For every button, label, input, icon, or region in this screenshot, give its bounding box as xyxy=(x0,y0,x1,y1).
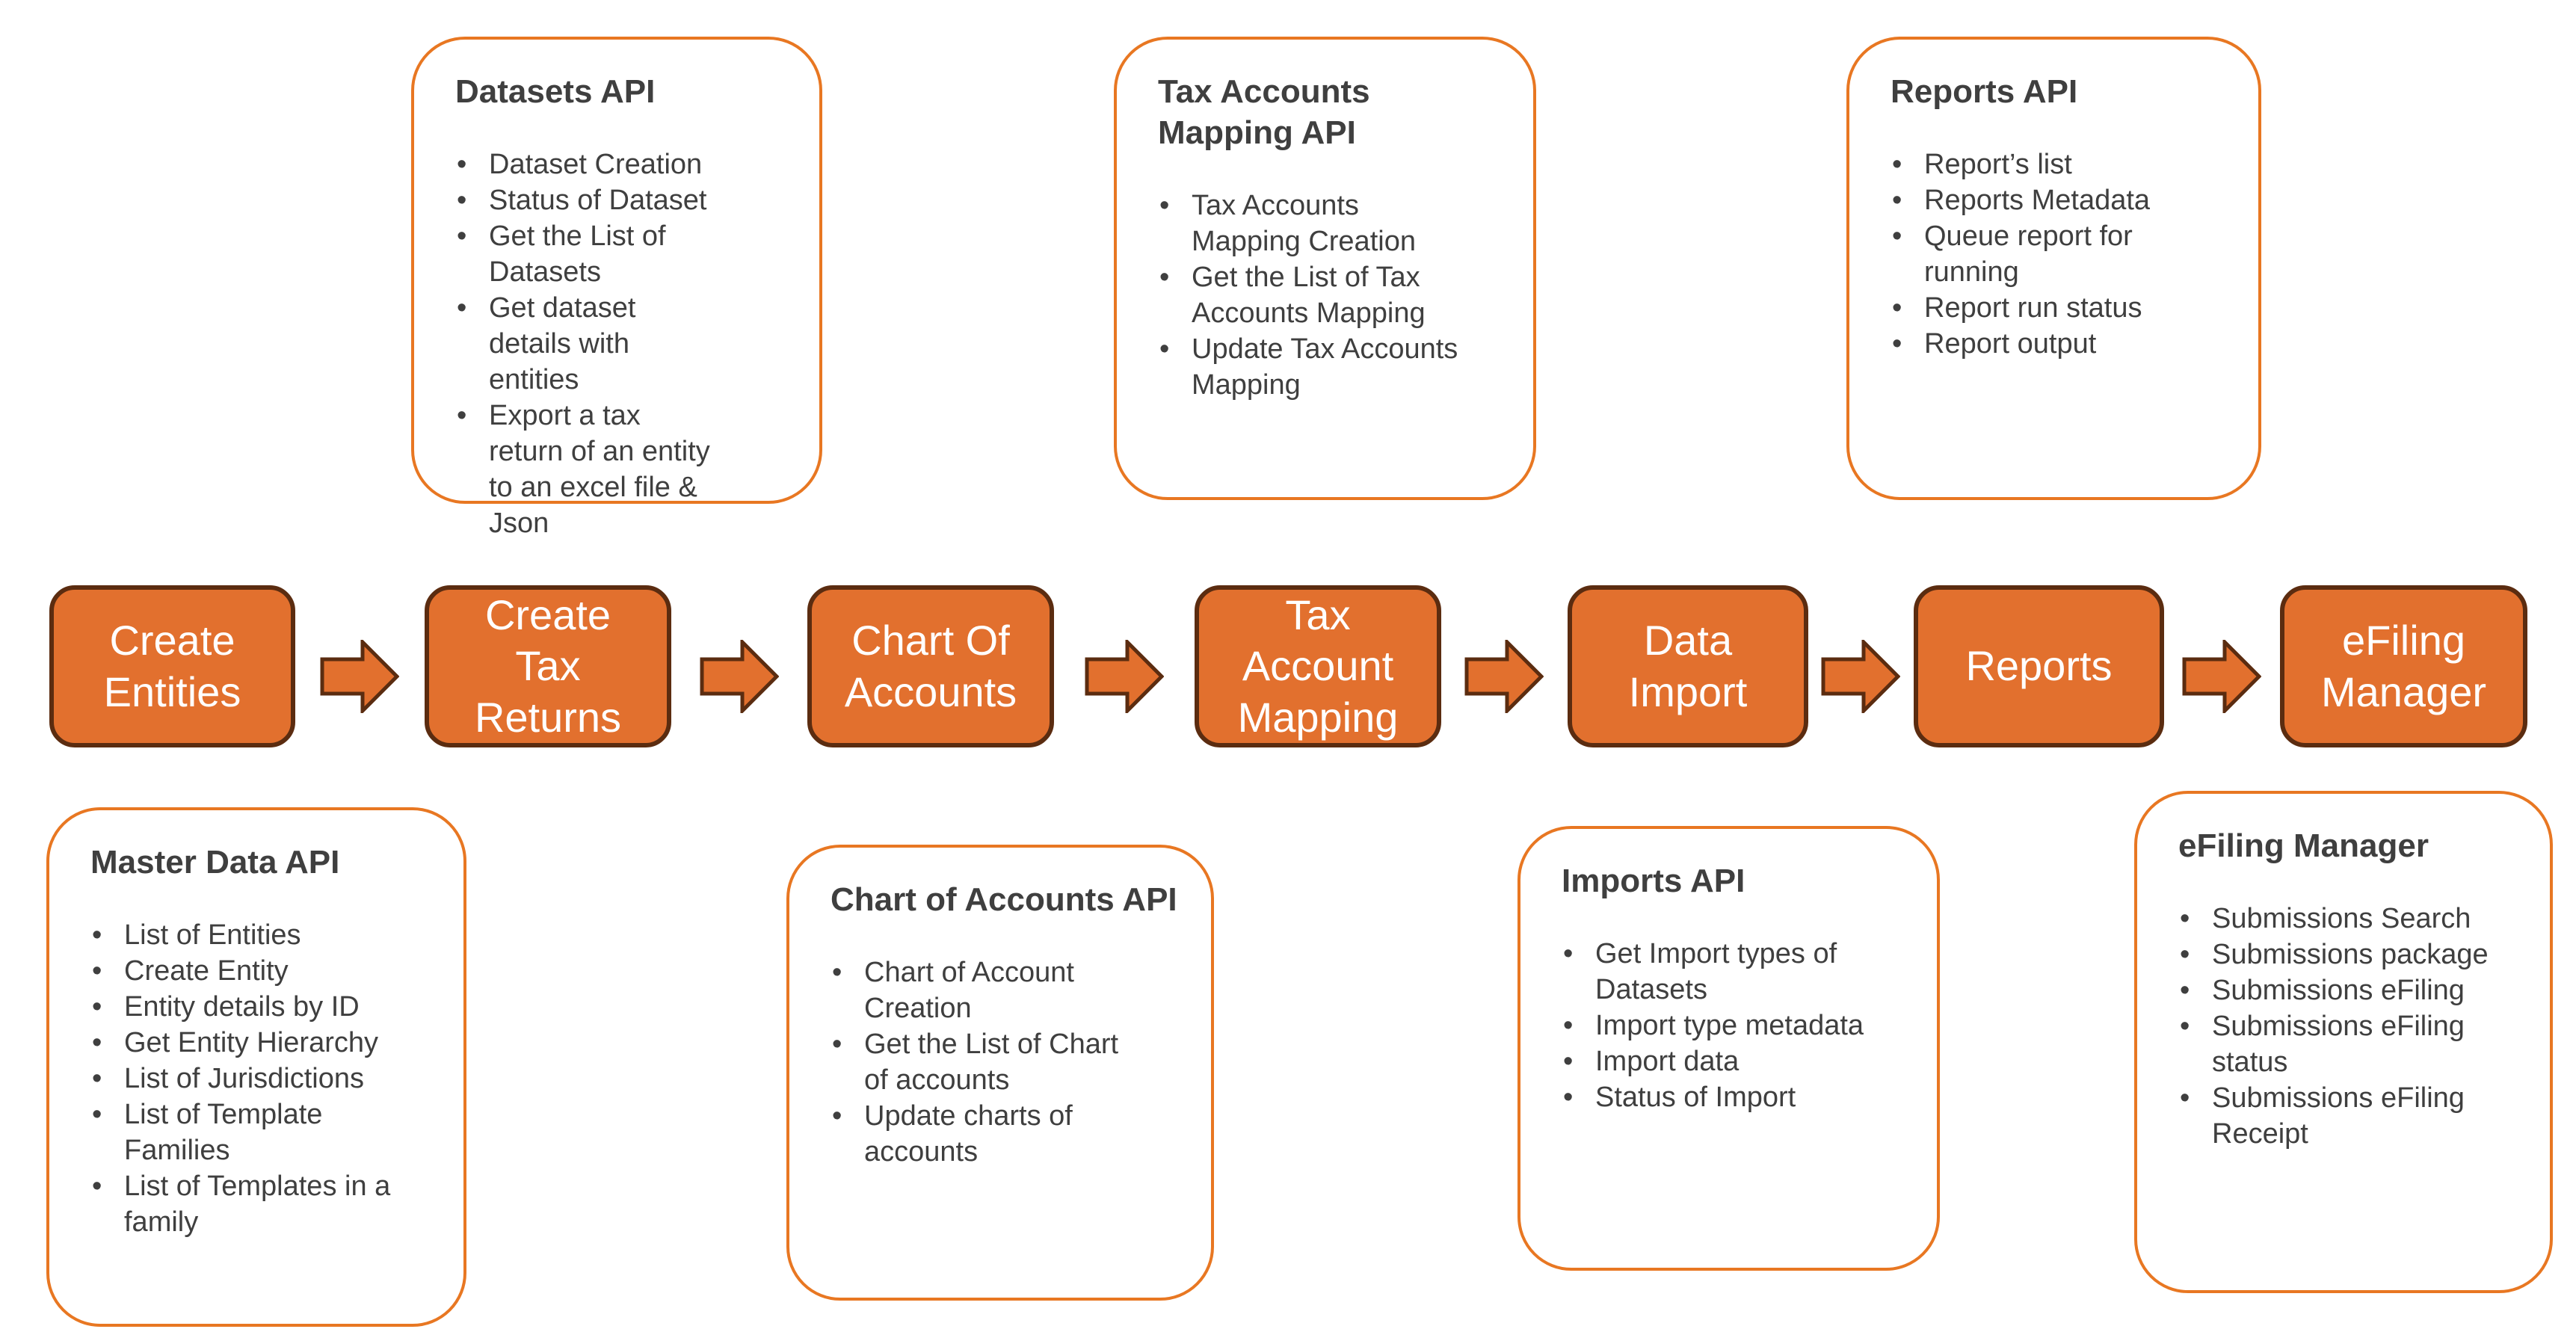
bullet-item: Status of Import xyxy=(1562,1079,1894,1115)
bullet-item: Submissions Search xyxy=(2178,901,2521,937)
bullet-item: List of Templates in a family xyxy=(90,1168,408,1240)
callout-bullet-list: Report’s list Reports Metadata Queue rep… xyxy=(1891,147,2230,362)
bullet-item: Submissions eFiling Receipt xyxy=(2178,1080,2521,1152)
flow-arrow-icon xyxy=(2182,640,2261,713)
bullet-item: Get the List of Tax Accounts Mapping xyxy=(1158,259,1474,331)
bullet-item: Import type metadata xyxy=(1562,1008,1894,1043)
bullet-item: Update Tax Accounts Mapping xyxy=(1158,331,1474,403)
bullet-item: List of Jurisdictions xyxy=(90,1061,408,1097)
bullet-item: Tax Accounts Mapping Creation xyxy=(1158,188,1474,259)
bullet-item: Chart of Account Creation xyxy=(831,955,1133,1026)
bullet-item: Dataset Creation xyxy=(455,147,721,182)
flow-box-reports: Reports xyxy=(1914,585,2164,747)
bullet-item: Entity details by ID xyxy=(90,989,408,1025)
flow-box-data-import: Data Import xyxy=(1568,585,1808,747)
bullet-item: List of Entities xyxy=(90,917,408,953)
bullet-item: Submissions package xyxy=(2178,937,2521,972)
bullet-item: Queue report for running xyxy=(1891,218,2186,290)
bullet-item: Reports Metadata xyxy=(1891,182,2186,218)
bullet-item: Get Entity Hierarchy xyxy=(90,1025,408,1061)
callout-efiling-manager: eFiling Manager Submissions Search Submi… xyxy=(2134,791,2553,1293)
callout-bullet-list: Submissions Search Submissions package S… xyxy=(2178,901,2521,1152)
callout-bullet-list: Get Import types of Datasets Import type… xyxy=(1562,936,1908,1115)
flow-box-tax-account-mapping: Tax Account Mapping xyxy=(1195,585,1441,747)
callout-title: Tax Accounts Mapping API xyxy=(1158,73,1370,151)
bullet-item: Report run status xyxy=(1891,290,2186,326)
callout-title: Imports API xyxy=(1562,863,1745,899)
flow-arrow-icon xyxy=(1821,640,1900,713)
callout-title: Master Data API xyxy=(90,844,340,881)
callout-bullet-list: List of Entities Create Entity Entity de… xyxy=(90,917,435,1240)
bullet-item: Get the List of Datasets xyxy=(455,218,721,290)
bullet-item: Get the List of Chart of accounts xyxy=(831,1026,1133,1098)
flow-arrow-icon xyxy=(1464,640,1544,713)
callout-master-data-api: Master Data API List of Entities Create … xyxy=(46,807,466,1327)
bullet-item: Report’s list xyxy=(1891,147,2186,182)
callout-title: eFiling Manager xyxy=(2178,827,2429,864)
flow-box-chart-of-accounts: Chart Of Accounts xyxy=(807,585,1054,747)
flow-arrow-icon xyxy=(700,640,779,713)
bullet-item: Create Entity xyxy=(90,953,408,989)
flow-box-create-entities: Create Entities xyxy=(49,585,295,747)
flow-box-create-tax-returns: Create Tax Returns xyxy=(425,585,671,747)
callout-tax-accounts-mapping-api: Tax Accounts Mapping API Tax Accounts Ma… xyxy=(1114,37,1536,500)
bullet-item: List of Template Families xyxy=(90,1097,408,1168)
callout-title: Datasets API xyxy=(455,73,656,110)
flow-arrow-icon xyxy=(1085,640,1164,713)
bullet-item: Submissions eFiling status xyxy=(2178,1008,2521,1080)
bullet-item: Export a tax return of an entity to an e… xyxy=(455,398,721,541)
flow-arrow-icon xyxy=(320,640,399,713)
bullet-item: Status of Dataset xyxy=(455,182,721,218)
callout-bullet-list: Chart of Account Creation Get the List o… xyxy=(831,955,1183,1170)
callout-chart-of-accounts-api: Chart of Accounts API Chart of Account C… xyxy=(786,845,1214,1301)
bullet-item: Report output xyxy=(1891,326,2186,362)
callout-bullet-list: Dataset Creation Status of Dataset Get t… xyxy=(455,147,791,541)
bullet-item: Import data xyxy=(1562,1043,1894,1079)
callout-title: Chart of Accounts API xyxy=(831,881,1177,918)
bullet-item: Get dataset details with entities xyxy=(455,290,721,398)
bullet-item: Get Import types of Datasets xyxy=(1562,936,1894,1008)
callout-title: Reports API xyxy=(1891,73,2078,110)
callout-datasets-api: Datasets API Dataset Creation Status of … xyxy=(411,37,822,539)
callout-reports-api: Reports API Report’s list Reports Metada… xyxy=(1846,37,2261,500)
bullet-item: Submissions eFiling xyxy=(2178,972,2521,1008)
callout-bullet-list: Tax Accounts Mapping Creation Get the Li… xyxy=(1158,188,1505,403)
bullet-item: Update charts of accounts xyxy=(831,1098,1133,1170)
flow-box-efiling-manager: eFiling Manager xyxy=(2280,585,2527,747)
callout-imports-api: Imports API Get Import types of Datasets… xyxy=(1517,826,1940,1271)
